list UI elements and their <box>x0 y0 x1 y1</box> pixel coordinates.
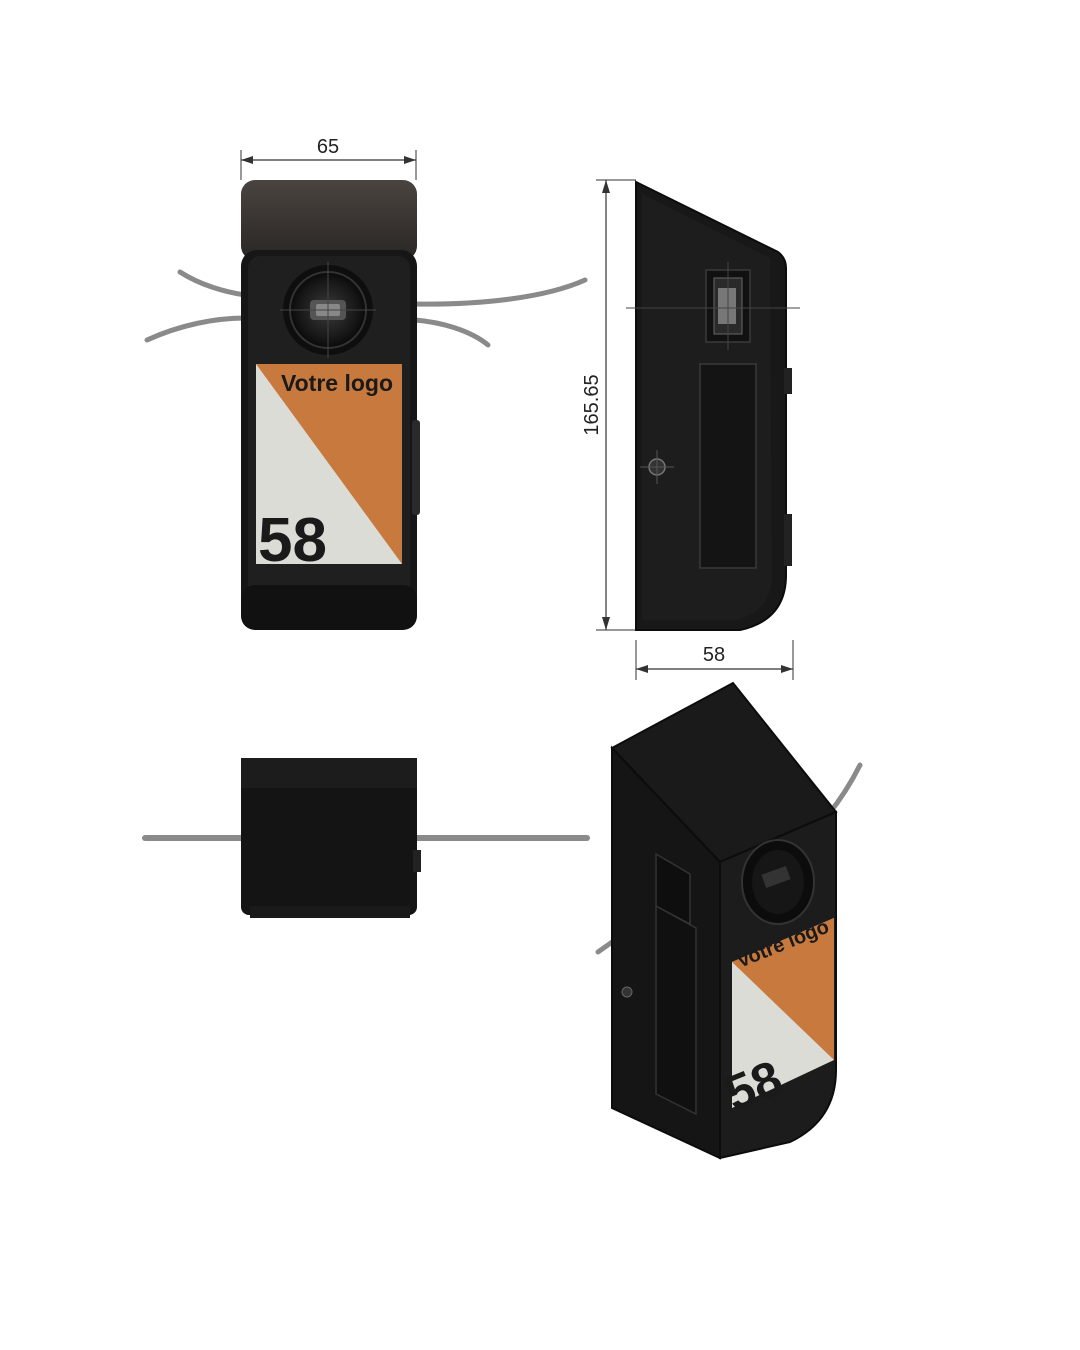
top-body <box>241 758 417 915</box>
side-view: 165.65 58 <box>581 179 800 680</box>
isometric-view: Votre logo 58 <box>595 681 863 1160</box>
top-view <box>142 758 590 918</box>
bracket <box>626 262 800 350</box>
device-cap <box>241 180 417 260</box>
width-dimension: 65 <box>240 136 417 180</box>
front-view: 65 Votre logo <box>144 136 588 630</box>
height-value: 165.65 <box>581 374 603 435</box>
plate-number: 58 <box>258 506 327 575</box>
lens-icon <box>280 262 376 358</box>
side-panel <box>699 363 757 569</box>
depth-dimension: 58 <box>635 640 794 680</box>
wire-icon <box>144 269 588 348</box>
logo-text: Votre logo <box>281 370 393 396</box>
screw-icon <box>640 450 674 484</box>
lens-icon <box>741 839 815 925</box>
screw-icon <box>621 986 633 998</box>
width-value: 65 <box>317 136 339 158</box>
height-dimension: 165.65 <box>581 179 636 631</box>
number-plate: Votre logo 58 <box>256 364 402 575</box>
depth-value: 58 <box>703 644 725 666</box>
